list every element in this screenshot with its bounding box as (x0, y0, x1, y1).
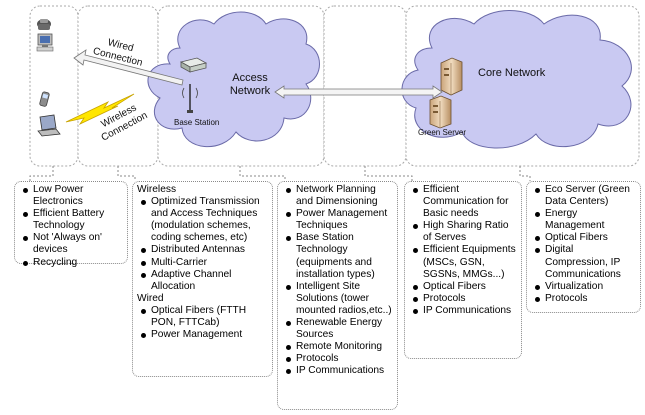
core-network-box: Eco Server (Green Data Centers) Energy M… (526, 181, 641, 313)
connector-planning (239, 166, 286, 181)
wired-wireless-column (77, 5, 159, 167)
core-server-icon (440, 57, 463, 96)
terminals-features-box: Low Power Electronics Efficient Battery … (14, 181, 128, 268)
laptop-icon (37, 114, 61, 137)
planning-item: Remote Monitoring (286, 341, 394, 353)
terminals-item: Efficient Battery Technology (23, 208, 124, 232)
planning-item: IP Communications (286, 365, 394, 377)
planning-item: Power Management Techniques (286, 208, 394, 232)
wireless-item: Adaptive Channel Allocation (141, 269, 269, 293)
backhaul-item: High Sharing Ratio of Serves (413, 220, 518, 244)
connector-backhaul (364, 166, 413, 181)
base-station-icon (182, 84, 198, 113)
wireless-item: Multi-Carrier (141, 257, 269, 269)
efficient-communication-box: Efficient Communication for Basic needs … (404, 181, 522, 359)
desktop-computer-icon (36, 33, 54, 52)
core-item: Virtualization (535, 281, 637, 293)
network-link-arrow (274, 85, 443, 99)
core-item: Eco Server (Green Data Centers) (535, 184, 637, 208)
wired-item: Power Management (141, 329, 269, 341)
green-server-icon (429, 95, 452, 129)
planning-item: Network Planning and Dimensioning (286, 184, 394, 208)
planning-item: Base Station Technology (equipments and … (286, 232, 394, 280)
backhaul-item: Protocols (413, 293, 518, 305)
terminals-column (29, 5, 79, 167)
terminals-item: Low Power Electronics (23, 184, 124, 208)
core-item: Energy Management (535, 208, 637, 232)
wireless-lightning-icon (65, 93, 135, 125)
connector-core (519, 166, 531, 181)
network-planning-box: Network Planning and Dimensioning Power … (277, 181, 398, 410)
terminals-item: Recycling (23, 257, 124, 269)
wired-item: Optical Fibers (FTTH PON, FTTCab) (141, 305, 269, 329)
core-network-label: Core Network (478, 67, 546, 79)
backhaul-item: Efficient Equipments (MSCs, GSN, SGSNs, … (413, 244, 518, 280)
router-icon (179, 57, 208, 73)
planning-item: Protocols (286, 353, 394, 365)
core-item: Optical Fibers (535, 232, 637, 244)
core-network-cloud (401, 10, 632, 149)
wireless-item: Distributed Antennas (141, 244, 269, 256)
terminals-item: Not 'Always on' devices (23, 232, 124, 256)
wired-connection-arrow (73, 49, 184, 86)
connector-access (117, 166, 136, 181)
planning-item: Renewable Energy Sources (286, 317, 394, 341)
base-station-label: Base Station (174, 118, 220, 127)
backhaul-item: IP Communications (413, 305, 518, 317)
wireless-heading: Wireless (137, 184, 177, 195)
backhaul-item: Optical Fibers (413, 281, 518, 293)
planning-item: Intelligent Site Solutions (tower mounte… (286, 281, 394, 317)
wireless-item: Optimized Transmission and Access Techni… (141, 196, 269, 244)
green-server-label: Green Server (418, 128, 467, 137)
connector-terminals (29, 166, 54, 181)
backhaul-column (323, 5, 407, 167)
core-item: Digital Compression, IP Communications (535, 244, 637, 280)
mobile-phone-icon (39, 91, 50, 107)
core-item: Protocols (535, 293, 637, 305)
backhaul-item: Efficient Communication for Basic needs (413, 184, 518, 220)
telephone-icon (37, 19, 51, 30)
wired-heading: Wired (137, 292, 164, 304)
access-network-label: Access Network (229, 72, 271, 97)
access-techniques-box: Wireless Optimized Transmission and Acce… (132, 181, 273, 377)
